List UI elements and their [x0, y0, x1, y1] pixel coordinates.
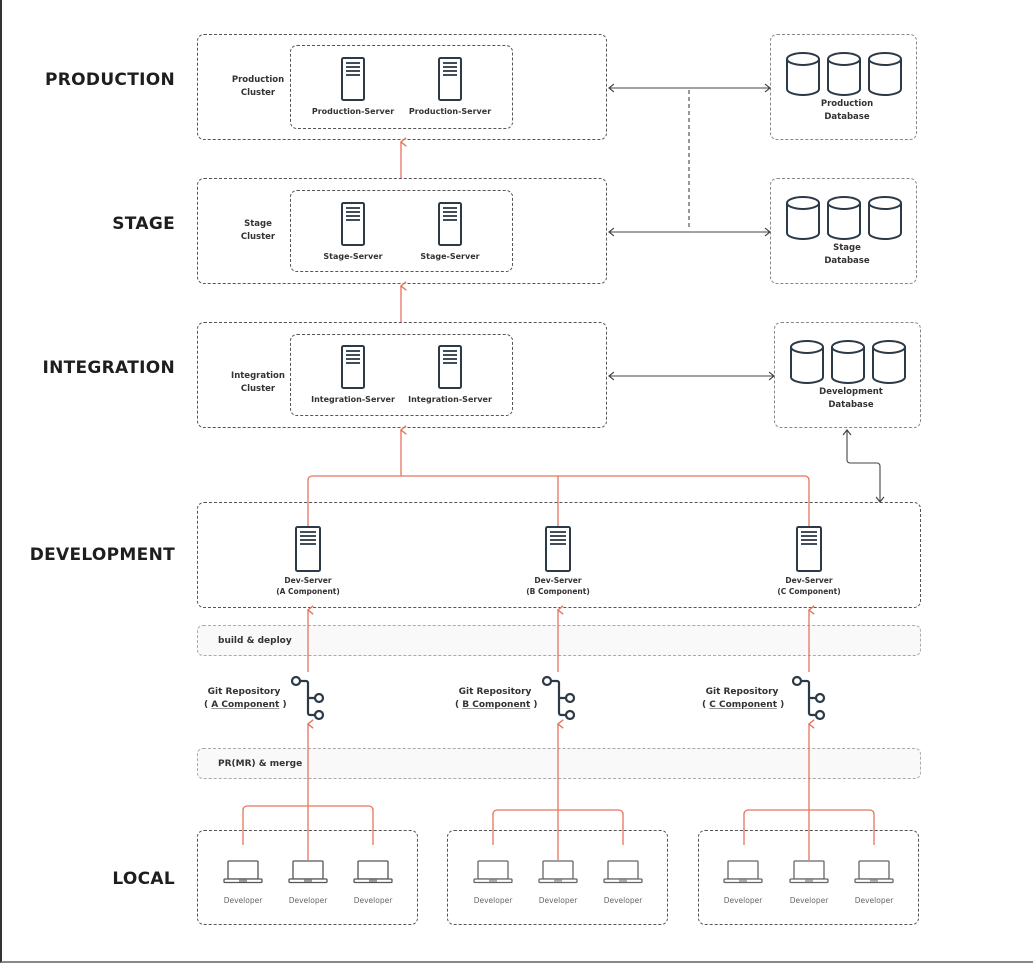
developer-laptop[interactable]: Developer	[784, 860, 834, 905]
dev-server-c[interactable]: Dev-Server (C Component)	[759, 526, 859, 597]
developer-label: Developer	[288, 896, 328, 905]
pr-merge-label: PR(MR) & merge	[218, 758, 303, 769]
git-repo-c-label[interactable]: Git Repository ( C Component )	[702, 687, 785, 710]
developer-laptop[interactable]: Developer	[849, 860, 899, 905]
laptop-icon	[789, 860, 829, 884]
tier-label-stage: STAGE	[112, 214, 175, 234]
git-repo-b-label[interactable]: Git Repository ( B Component )	[455, 687, 538, 710]
server-icon	[341, 202, 365, 246]
tier-label-development: DEVELOPMENT	[29, 545, 175, 565]
tier-label-local: LOCAL	[112, 869, 175, 889]
production-server-1[interactable]: Production-Server	[311, 57, 395, 118]
developer-label: Developer	[538, 896, 578, 905]
laptop-icon	[538, 860, 578, 884]
pr-merge-band: PR(MR) & merge	[197, 748, 921, 779]
integration-server-2[interactable]: Integration-Server	[408, 345, 492, 406]
developer-label: Developer	[353, 896, 393, 905]
developer-label: Developer	[723, 896, 763, 905]
dev-server-label: Dev-Server (C Component)	[777, 576, 841, 596]
build-deploy-label: build & deploy	[218, 635, 292, 646]
server-label: Production-Server	[408, 107, 492, 116]
server-icon	[796, 526, 822, 572]
stage-server-2[interactable]: Stage-Server	[410, 202, 490, 263]
production-cluster-box	[290, 45, 513, 129]
laptop-icon	[353, 860, 393, 884]
developer-laptop[interactable]: Developer	[718, 860, 768, 905]
stage-cluster-box	[290, 190, 513, 272]
production-server-2[interactable]: Production-Server	[408, 57, 492, 118]
server-icon	[341, 345, 365, 389]
integration-cluster-box	[290, 334, 513, 416]
dev-server-label: Dev-Server (B Component)	[526, 576, 590, 596]
server-label: Production-Server	[311, 107, 395, 116]
developer-label: Developer	[473, 896, 513, 905]
server-label: Integration-Server	[311, 395, 395, 404]
production-database-label: Production Database	[820, 99, 874, 122]
server-icon	[341, 57, 365, 101]
developer-laptop[interactable]: Developer	[468, 860, 518, 905]
developer-label: Developer	[603, 896, 643, 905]
tier-label-integration: INTEGRATION	[42, 358, 175, 378]
dev-server-label: Dev-Server (A Component)	[276, 576, 340, 596]
server-label: Integration-Server	[408, 395, 492, 404]
dev-server-a[interactable]: Dev-Server (A Component)	[258, 526, 358, 597]
laptop-icon	[854, 860, 894, 884]
development-database-label: Development Database	[819, 387, 883, 410]
developer-label: Developer	[854, 896, 894, 905]
laptop-icon	[473, 860, 513, 884]
server-icon	[545, 526, 571, 572]
dev-server-b[interactable]: Dev-Server (B Component)	[508, 526, 608, 597]
developer-laptop[interactable]: Developer	[533, 860, 583, 905]
developer-laptop[interactable]: Developer	[348, 860, 398, 905]
server-label: Stage-Server	[420, 252, 480, 261]
production-cluster-label: Production Cluster	[231, 75, 285, 98]
server-icon	[295, 526, 321, 572]
tier-label-production: PRODUCTION	[45, 70, 175, 90]
developer-laptop[interactable]: Developer	[283, 860, 333, 905]
stage-cluster-label: Stage Cluster	[240, 219, 276, 242]
git-branch-icon	[290, 675, 325, 721]
developer-label: Developer	[789, 896, 829, 905]
server-icon	[438, 202, 462, 246]
server-label: Stage-Server	[323, 252, 383, 261]
developer-laptop[interactable]: Developer	[598, 860, 648, 905]
database-icon	[786, 196, 902, 240]
git-branch-icon	[791, 675, 826, 721]
git-branch-icon	[541, 675, 576, 721]
build-deploy-band: build & deploy	[197, 625, 921, 656]
developer-laptop[interactable]: Developer	[218, 860, 268, 905]
server-icon	[438, 57, 462, 101]
developer-label: Developer	[223, 896, 263, 905]
laptop-icon	[223, 860, 263, 884]
integration-server-1[interactable]: Integration-Server	[311, 345, 395, 406]
database-icon	[786, 52, 902, 96]
laptop-icon	[723, 860, 763, 884]
integration-cluster-label: Integration Cluster	[231, 371, 285, 394]
git-repo-a-label[interactable]: Git Repository ( A Component )	[204, 687, 287, 710]
stage-server-1[interactable]: Stage-Server	[313, 202, 393, 263]
laptop-icon	[603, 860, 643, 884]
database-icon	[790, 340, 906, 384]
stage-database-label: Stage Database	[824, 243, 870, 266]
laptop-icon	[288, 860, 328, 884]
server-icon	[438, 345, 462, 389]
